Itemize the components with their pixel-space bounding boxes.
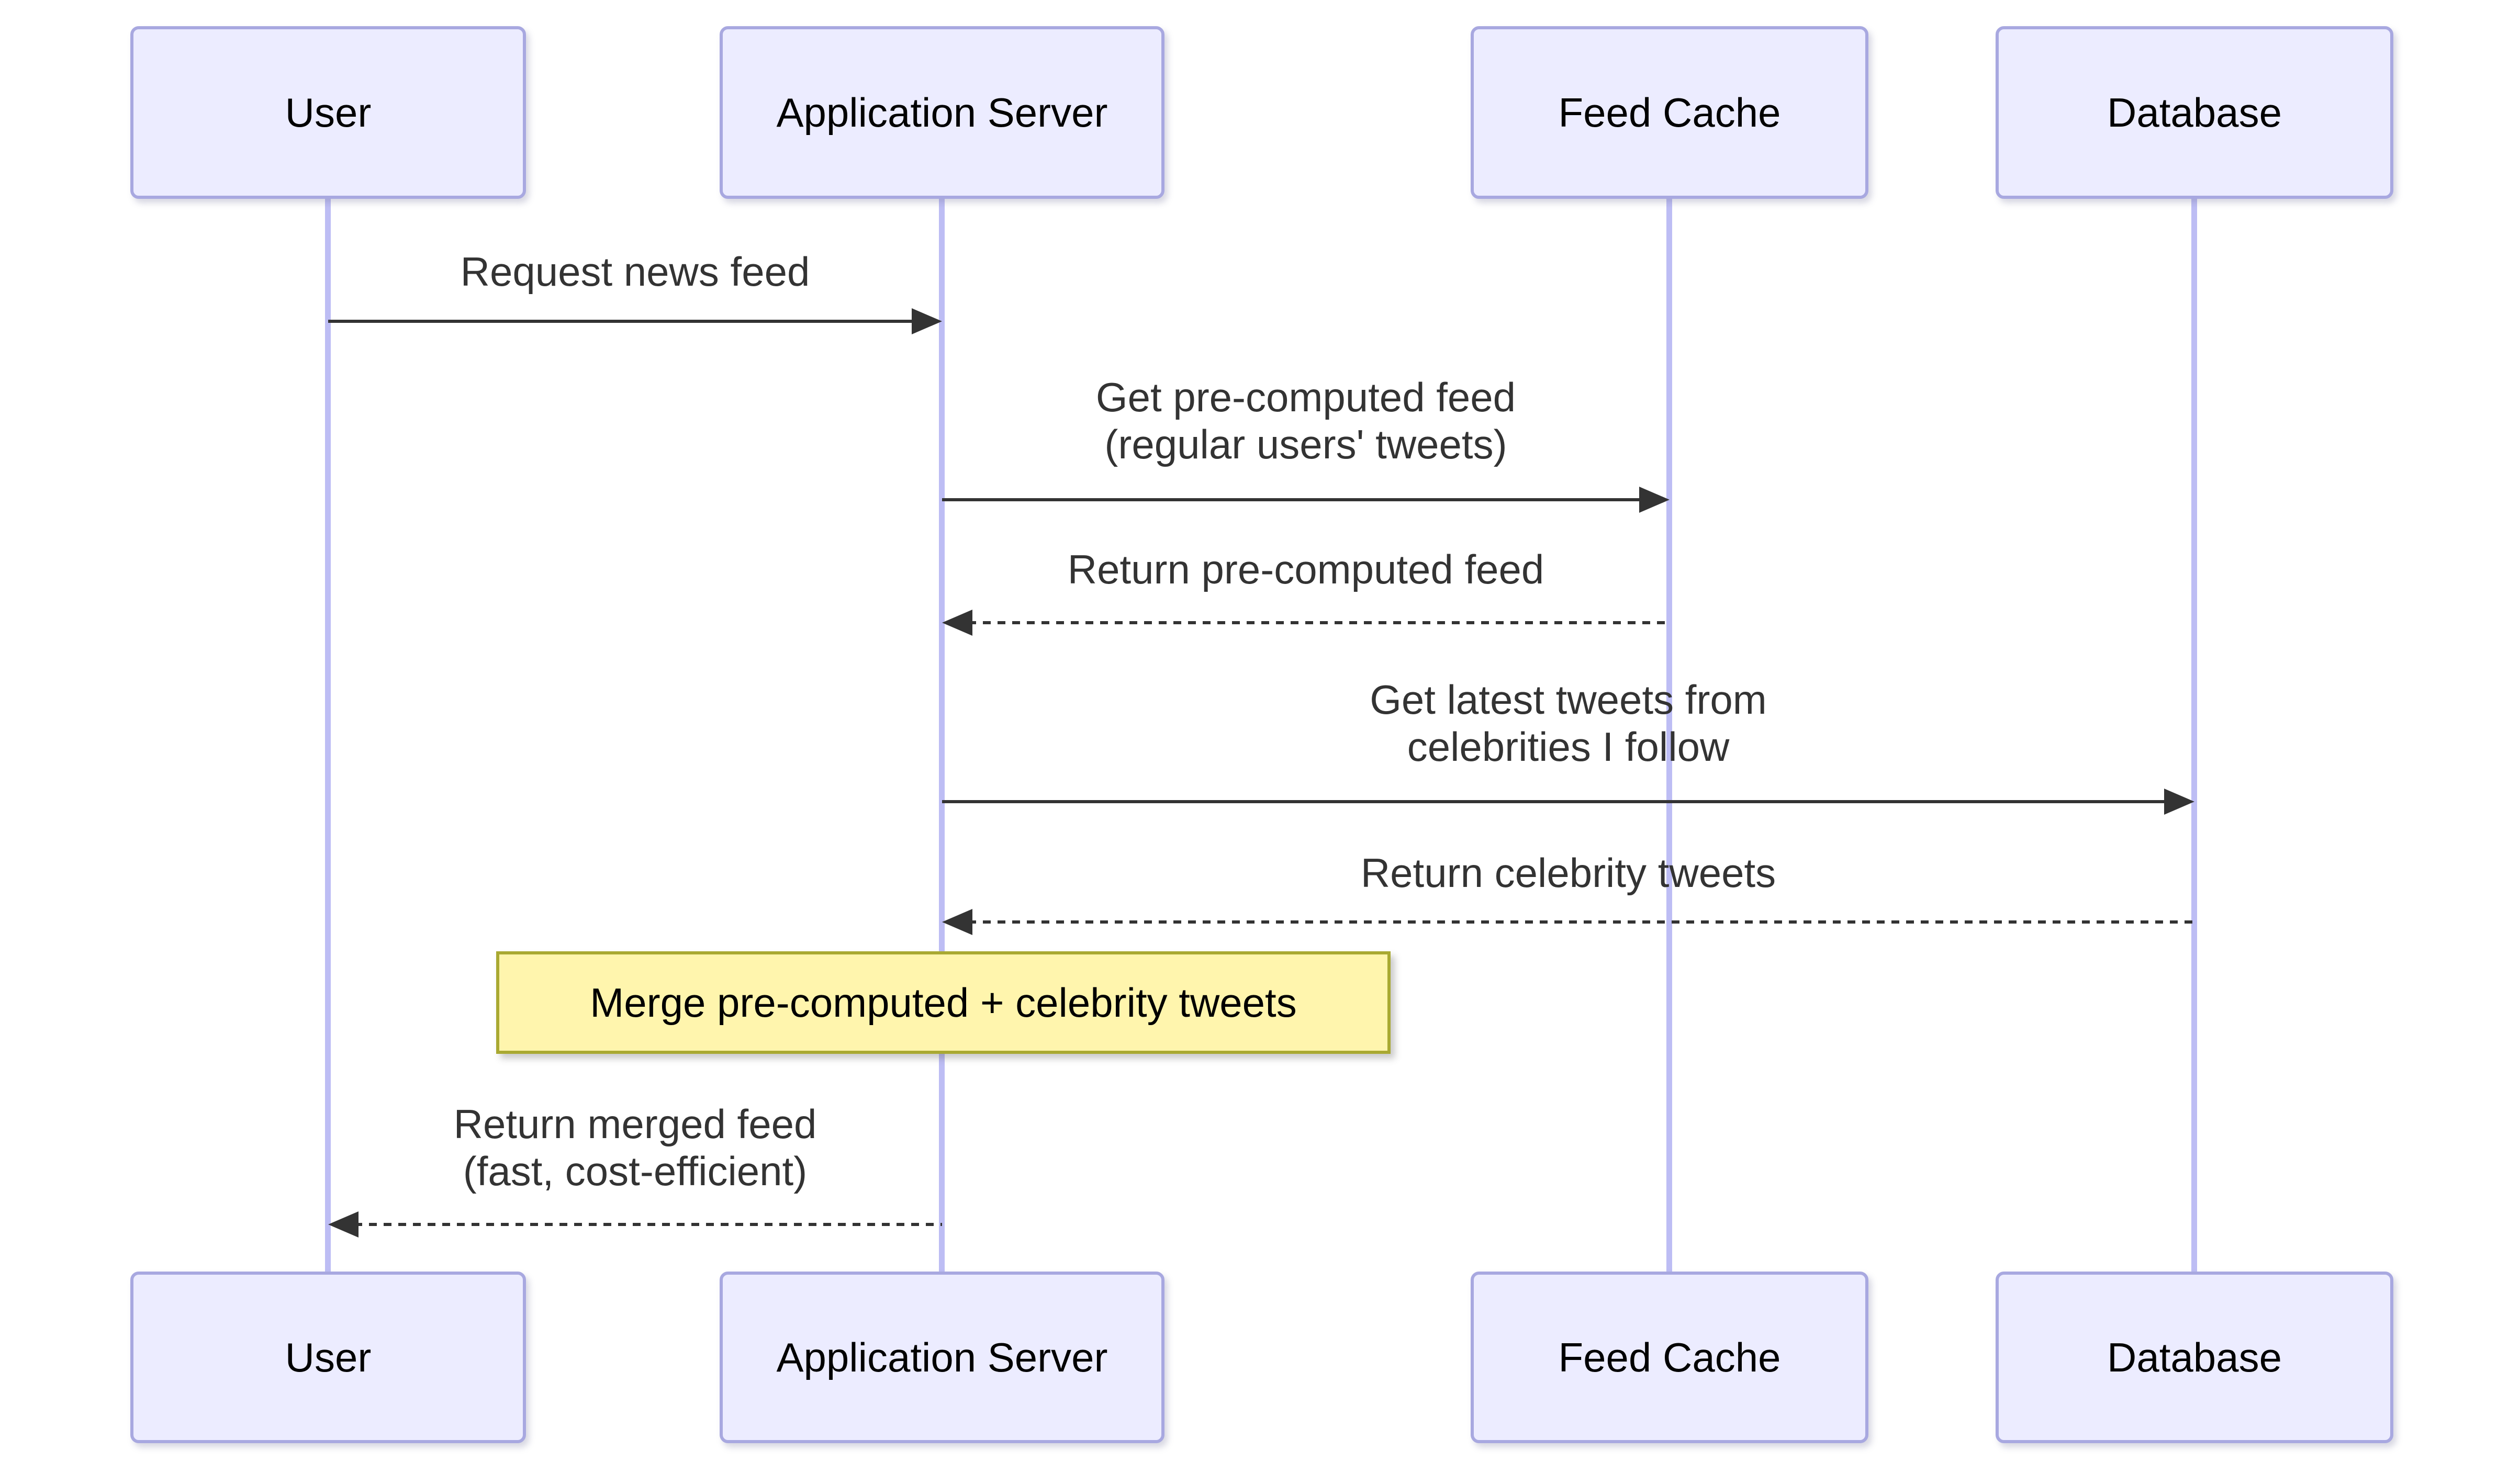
actor-box-user-top: User [130, 26, 526, 199]
lifeline-application-server [939, 198, 945, 1273]
actor-label-application-server: Application Server [776, 89, 1108, 136]
note-label: Merge pre-computed + celebrity tweets [590, 979, 1297, 1026]
actor-box-feed-cache-top: Feed Cache [1471, 26, 1868, 199]
arrowhead-right-icon [912, 308, 942, 334]
actor-label-user: User [285, 89, 372, 136]
message-line-get-precomputed-feed [942, 498, 1641, 501]
actor-box-application-server-top: Application Server [720, 26, 1164, 199]
lifeline-feed-cache [1666, 198, 1672, 1273]
arrowhead-right-icon [2164, 789, 2194, 815]
message-label-return-celebrity-tweets: Return celebrity tweets [1360, 850, 1776, 896]
actor-label-database: Database [2107, 1334, 2282, 1380]
message-line-request-news-feed [328, 320, 913, 323]
actor-box-user-bottom: User [130, 1272, 526, 1443]
message-label-return-merged-feed: Return merged feed (fast, cost-efficient… [453, 1101, 817, 1194]
message-label-get-precomputed-feed: Get pre-computed feed (regular users' tw… [1095, 374, 1516, 467]
message-line-return-precomputed-feed [968, 621, 1670, 624]
actor-box-feed-cache-bottom: Feed Cache [1471, 1272, 1868, 1443]
arrowhead-left-icon [942, 909, 972, 935]
message-line-return-merged-feed [354, 1223, 942, 1226]
actor-box-database-bottom: Database [1996, 1272, 2393, 1443]
actor-box-application-server-bottom: Application Server [720, 1272, 1164, 1443]
actor-label-application-server: Application Server [776, 1334, 1108, 1380]
actor-label-feed-cache: Feed Cache [1558, 89, 1781, 136]
message-line-get-latest-tweets [942, 800, 2166, 803]
arrowhead-left-icon [942, 610, 972, 636]
message-label-request-news-feed: Request news feed [460, 249, 810, 295]
actor-label-feed-cache: Feed Cache [1558, 1334, 1781, 1380]
note-merge-tweets: Merge pre-computed + celebrity tweets [496, 951, 1391, 1054]
message-label-get-latest-tweets: Get latest tweets from celebrities I fol… [1370, 677, 1767, 770]
lifeline-database [2191, 198, 2197, 1273]
actor-box-database-top: Database [1996, 26, 2393, 199]
actor-label-database: Database [2107, 89, 2282, 136]
arrowhead-right-icon [1639, 487, 1670, 513]
message-line-return-celebrity-tweets [968, 920, 2194, 924]
arrowhead-left-icon [328, 1211, 359, 1238]
message-label-return-precomputed-feed: Return pre-computed feed [1067, 546, 1544, 592]
actor-label-user: User [285, 1334, 372, 1380]
lifeline-user [325, 198, 331, 1273]
